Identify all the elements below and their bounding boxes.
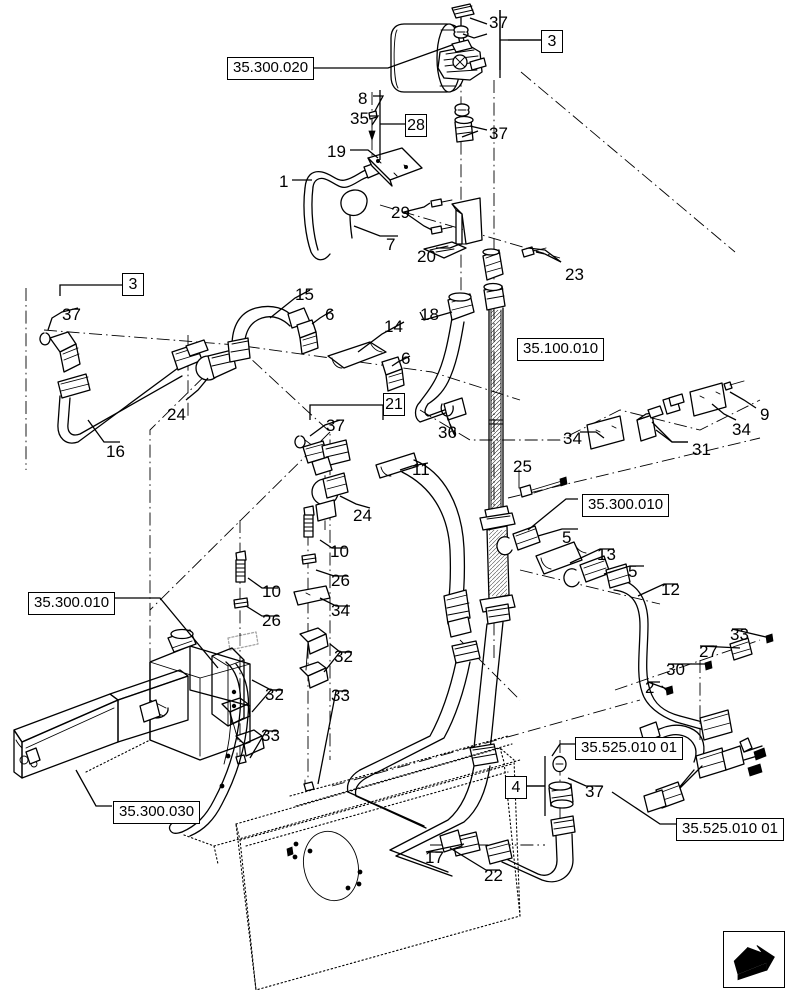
art-frame-tank	[13, 628, 521, 991]
item-number[interactable]: 6	[401, 349, 411, 368]
item-number[interactable]: 27	[699, 642, 718, 661]
item-number[interactable]: 16	[106, 442, 125, 461]
reference-callout[interactable]: 35.300.030	[113, 801, 201, 824]
item-number[interactable]: 11	[412, 460, 430, 479]
art-hose-18	[414, 248, 516, 767]
item-number[interactable]: 10	[330, 542, 349, 561]
leader-lines	[47, 17, 771, 871]
item-number[interactable]: 33	[730, 625, 749, 644]
item-number[interactable]: 31	[692, 440, 711, 459]
item-number[interactable]: 6	[325, 305, 335, 324]
item-number[interactable]: 14	[384, 317, 403, 336]
group-box[interactable]: 21	[383, 393, 405, 416]
group-box[interactable]: 4	[505, 776, 527, 799]
item-number[interactable]: 18	[420, 305, 439, 324]
item-number[interactable]: 12	[661, 580, 680, 599]
item-number[interactable]: 37	[489, 13, 508, 32]
item-number[interactable]: 34	[732, 420, 751, 439]
item-number[interactable]: 20	[417, 247, 436, 266]
item-number[interactable]: 32	[265, 685, 284, 704]
item-number[interactable]: 22	[484, 866, 503, 885]
item-number[interactable]: 37	[489, 124, 508, 143]
group-box[interactable]: 3	[122, 273, 144, 296]
item-number[interactable]: 32	[334, 647, 353, 666]
item-number[interactable]: 30	[666, 660, 685, 679]
item-number[interactable]: 24	[167, 405, 186, 424]
direction-arrow-icon	[723, 931, 785, 988]
item-number[interactable]: 9	[760, 405, 770, 424]
item-number[interactable]: 5	[628, 562, 638, 581]
art-lower-right-tube	[639, 721, 767, 813]
item-number[interactable]: 13	[597, 545, 616, 564]
item-number[interactable]: 24	[353, 506, 372, 525]
item-number[interactable]: 34	[331, 601, 350, 620]
item-number[interactable]: 37	[585, 782, 604, 801]
art-brackets-34-31	[586, 380, 745, 450]
group-box[interactable]: 28	[405, 114, 427, 137]
art-hose-11	[294, 435, 491, 877]
item-number[interactable]: 26	[331, 571, 350, 590]
art-hardware-column	[221, 505, 331, 792]
item-number[interactable]: 37	[326, 416, 345, 435]
art-tube-16	[39, 331, 237, 444]
group-box[interactable]: 3	[541, 30, 563, 53]
item-number[interactable]: 17	[425, 848, 444, 867]
item-number[interactable]: 2	[645, 678, 655, 697]
art-group-4	[439, 755, 576, 883]
item-number[interactable]: 33	[261, 726, 280, 745]
item-number[interactable]: 26	[262, 611, 281, 630]
item-number[interactable]: 1	[279, 172, 289, 191]
reference-callout[interactable]: 35.300.020	[227, 57, 315, 80]
item-number[interactable]: 5	[562, 528, 572, 547]
item-number[interactable]: 23	[565, 265, 584, 284]
art-right-tubes	[496, 525, 774, 741]
item-number[interactable]: 33	[331, 686, 350, 705]
item-number[interactable]: 34	[563, 429, 582, 448]
art-reservoir	[390, 3, 487, 143]
item-number[interactable]: 19	[327, 142, 346, 161]
reference-callout[interactable]: 35.100.010	[517, 338, 605, 361]
item-number[interactable]: 7	[386, 235, 396, 254]
reference-callout[interactable]: 35.525.010 01	[575, 737, 683, 760]
item-number[interactable]: 10	[262, 582, 281, 601]
art-tube-15	[227, 305, 405, 392]
reference-callout[interactable]: 35.525.010 01	[676, 818, 784, 841]
item-number[interactable]: 36	[438, 423, 457, 442]
reference-callout[interactable]: 35.300.010	[28, 592, 116, 615]
item-number[interactable]: 35	[350, 109, 369, 128]
reference-callout[interactable]: 35.300.010	[582, 494, 670, 517]
art-hose-1	[303, 110, 547, 261]
item-number[interactable]: 25	[513, 457, 532, 476]
item-number[interactable]: 37	[62, 305, 81, 324]
item-number[interactable]: 29	[391, 203, 410, 222]
item-number[interactable]: 8	[358, 89, 368, 108]
art-bolt-25	[518, 469, 568, 498]
item-number[interactable]: 15	[295, 285, 314, 304]
